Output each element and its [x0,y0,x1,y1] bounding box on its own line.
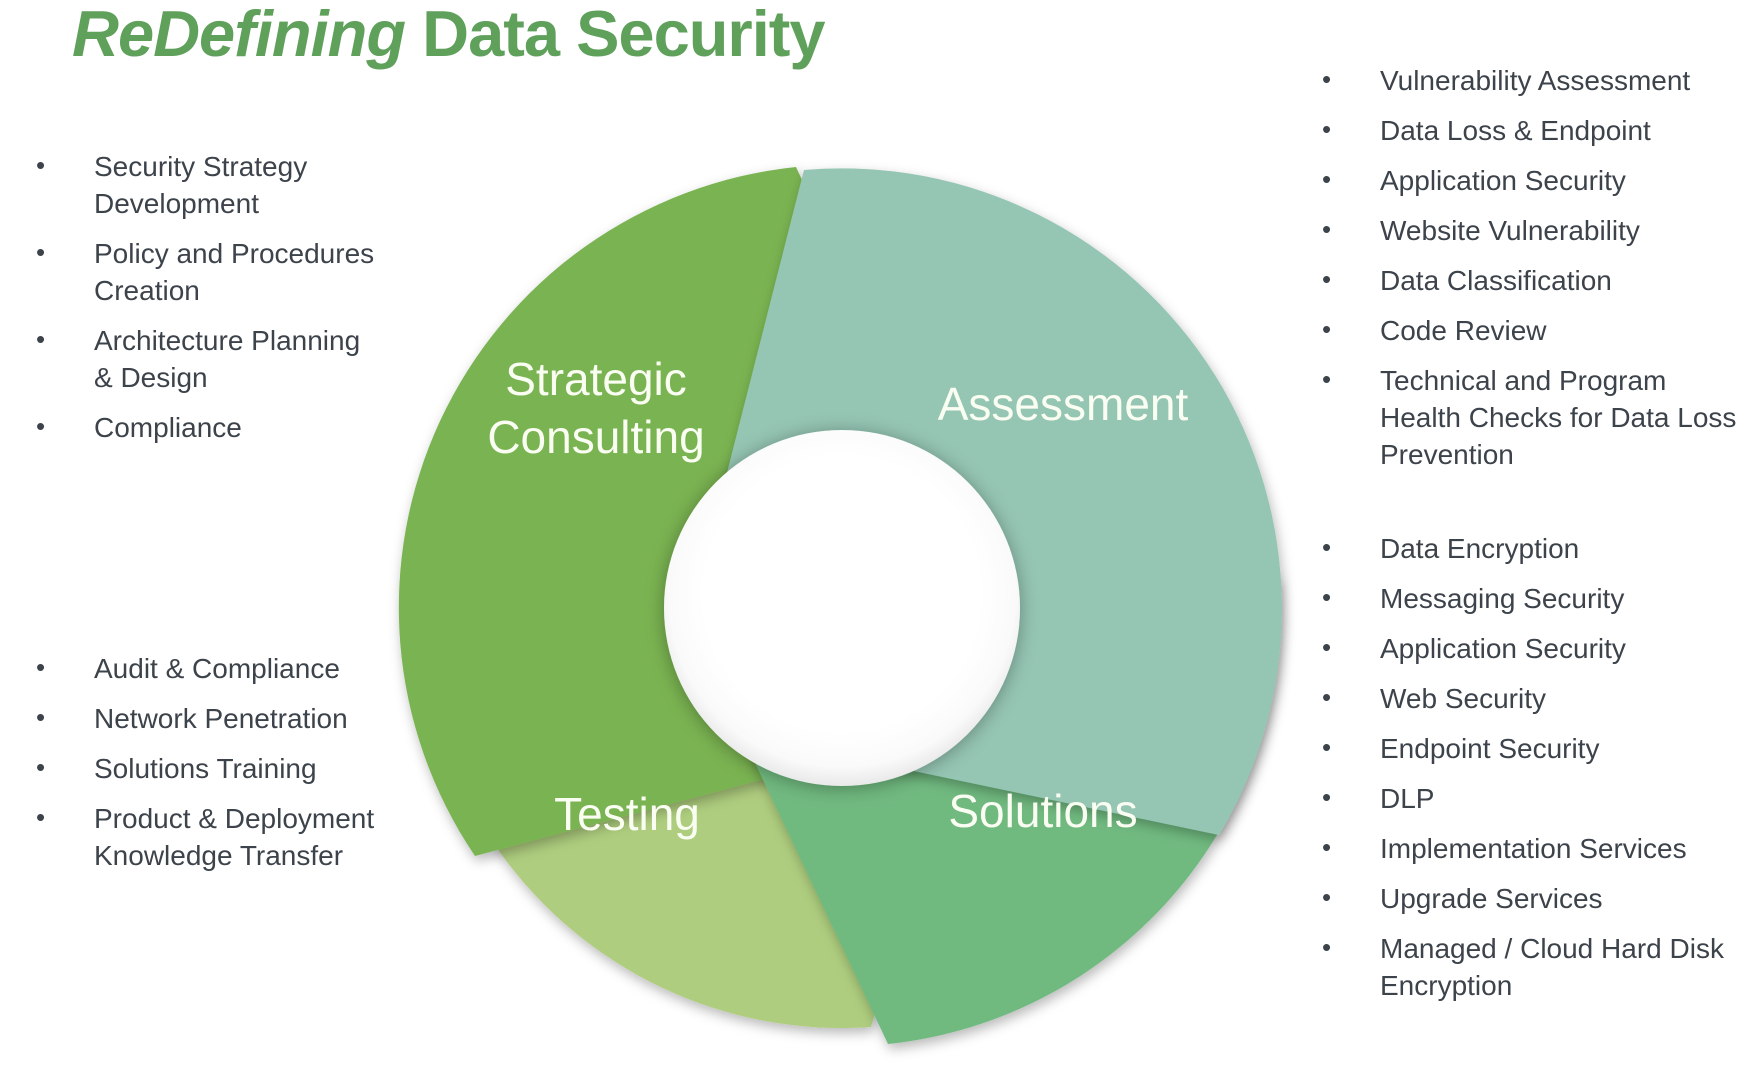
bullet-icon: • [1322,732,1332,762]
bullet-icon: • [36,150,46,180]
segment-label-assessment: Assessment [938,378,1189,430]
list-item-label: Compliance [94,412,242,443]
list-item: • Data Classification [1310,262,1740,299]
list-item-label: DLP [1380,783,1435,814]
bullet-icon: • [36,702,46,732]
bullet-icon: • [1322,114,1332,144]
title-rest: Data Security [405,0,825,70]
list-item: • Data Encryption [1310,530,1740,567]
bullet-icon: • [1322,364,1332,394]
list-item-label: Security Strategy Development [94,151,308,219]
list-item-label: Application Security [1380,633,1626,664]
list-group-gap [1310,486,1710,530]
segment-label-solutions: Solutions [948,785,1137,837]
segment-label-strategic-line2: Consulting [487,411,704,463]
list-item: • Application Security [1310,630,1740,667]
testing-list: • Audit & Compliance • Network Penetrati… [28,650,376,887]
list-item-label: Application Security [1380,165,1626,196]
right-column: • Vulnerability Assessment • Data Loss &… [1310,62,1736,1017]
bullet-icon: • [36,237,46,267]
list-item-label: Endpoint Security [1380,733,1600,764]
list-item: • Web Security [1310,680,1740,717]
list-item-label: Upgrade Services [1380,883,1603,914]
bullet-icon: • [1322,932,1332,962]
list-item: • DLP [1310,780,1740,817]
list-item-label: Architecture Planning & Design [94,325,361,393]
list-item-label: Managed / Cloud Hard Disk Encryption [1380,933,1724,1001]
list-item: • Policy and Procedures Creation [28,235,376,309]
list-item: • Messaging Security [1310,580,1740,617]
strategic-consulting-list: • Security Strategy Development • Policy… [28,148,376,459]
bullet-icon: • [1322,532,1332,562]
page-title: ReDefining Data Security [72,0,826,71]
list-item-label: Data Loss & Endpoint [1380,115,1651,146]
list-item-label: Policy and Procedures Creation [94,238,375,306]
bullet-icon: • [36,752,46,782]
title-emphasis: ReDefining [72,0,406,70]
list-item-label: Network Penetration [94,703,348,734]
list-item: • Implementation Services [1310,830,1740,867]
list-item: • Network Penetration [28,700,376,737]
list-item: • Technical and Program Health Checks fo… [1310,362,1740,473]
list-item: • Upgrade Services [1310,880,1740,917]
list-item-label: Code Review [1380,315,1547,346]
list-item-label: Data Encryption [1380,533,1580,564]
list-item: • Managed / Cloud Hard Disk Encryption [1310,930,1740,1004]
center-circle [664,430,1020,786]
bullet-icon: • [1322,214,1332,244]
bullet-icon: • [1322,882,1332,912]
list-item: • Compliance [28,409,376,446]
list-item: • Website Vulnerability [1310,212,1740,249]
segment-label-testing: Testing [554,788,700,840]
bullet-icon: • [36,652,46,682]
list-item: • Audit & Compliance [28,650,376,687]
list-item: • Architecture Planning & Design [28,322,376,396]
bullet-icon: • [1322,782,1332,812]
bullet-icon: • [1322,64,1332,94]
solutions-list: • Data Encryption • Messaging Security •… [1310,530,1724,1004]
list-item-label: Audit & Compliance [94,653,340,684]
list-item-label: Data Classification [1380,265,1612,296]
list-item: • Data Loss & Endpoint [1310,112,1740,149]
bullet-icon: • [1322,164,1332,194]
bullet-icon: • [1322,582,1332,612]
bullet-icon: • [36,802,46,832]
segment-label-strategic-line1: Strategic [505,353,687,405]
list-item: • Code Review [1310,312,1740,349]
list-item-label: Messaging Security [1380,583,1625,614]
assessment-list: • Vulnerability Assessment • Data Loss &… [1310,62,1736,473]
bullet-icon: • [1322,314,1332,344]
list-item: • Security Strategy Development [28,148,376,222]
list-item-label: Product & Deployment Knowledge Transfer [94,803,375,871]
list-item-label: Implementation Services [1380,833,1687,864]
list-item-label: Solutions Training [94,753,317,784]
bullet-icon: • [1322,264,1332,294]
list-item-label: Website Vulnerability [1380,215,1640,246]
list-item: • Endpoint Security [1310,730,1740,767]
list-item: • Solutions Training [28,750,376,787]
list-item-label: Web Security [1380,683,1546,714]
bullet-icon: • [1322,832,1332,862]
list-item: • Application Security [1310,162,1740,199]
bullet-icon: • [1322,632,1332,662]
list-item: • Vulnerability Assessment [1310,62,1740,99]
bullet-icon: • [1322,682,1332,712]
bullet-icon: • [36,324,46,354]
list-item-label: Technical and Program Health Checks for … [1380,365,1737,470]
bullet-icon: • [36,411,46,441]
list-item-label: Vulnerability Assessment [1380,65,1691,96]
list-item: • Product & Deployment Knowledge Transfe… [28,800,376,874]
